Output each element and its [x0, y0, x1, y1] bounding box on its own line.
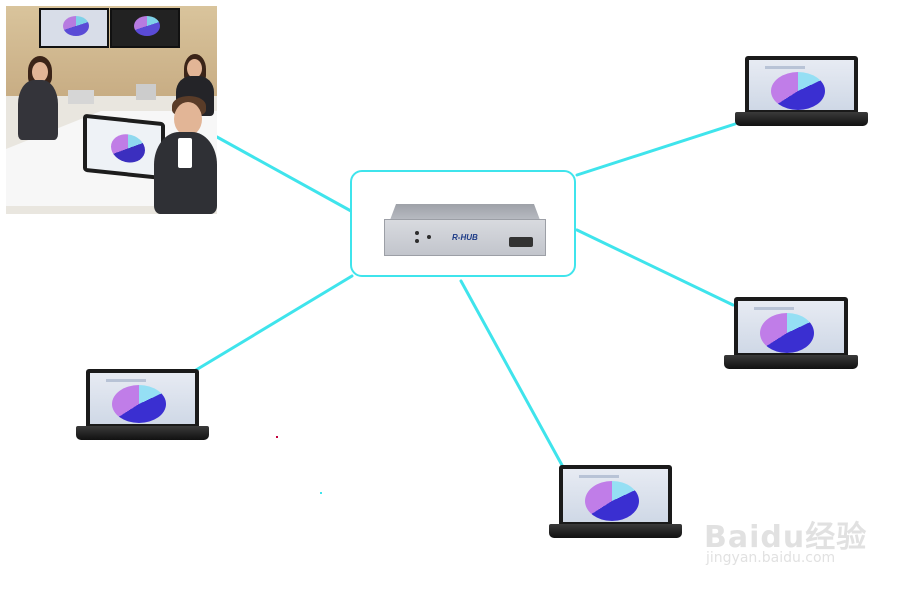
serial-port: [509, 237, 533, 247]
laptop-left: [76, 369, 209, 442]
photo-wall-screen: [39, 8, 109, 48]
rhub-device: R-HUB: [384, 204, 546, 256]
link-meeting-room: [215, 135, 353, 213]
rhub-device-label: R-HUB: [452, 233, 478, 242]
watermark-site: jingyan.baidu.com: [706, 550, 836, 566]
laptop-top-right: [735, 56, 868, 128]
laptop-screen: [563, 469, 668, 522]
link-laptop-right: [575, 228, 735, 307]
link-laptop-left: [194, 274, 354, 372]
laptop-screen: [749, 60, 854, 110]
watermark-brand: Baidu经验: [704, 520, 868, 555]
baidu-watermark: Baidu经验 jingyan.baidu.com: [704, 512, 874, 572]
link-laptop-top-right: [575, 122, 737, 177]
laptop-right: [724, 297, 858, 371]
photo-wall-screen: [110, 8, 180, 48]
laptop-screen: [738, 301, 844, 353]
laptop-screen: [90, 373, 195, 424]
photo-tablet: [83, 113, 165, 181]
laptop-bottom: [549, 465, 682, 540]
meeting-room-photo: [6, 6, 217, 214]
link-laptop-bottom: [459, 279, 565, 469]
